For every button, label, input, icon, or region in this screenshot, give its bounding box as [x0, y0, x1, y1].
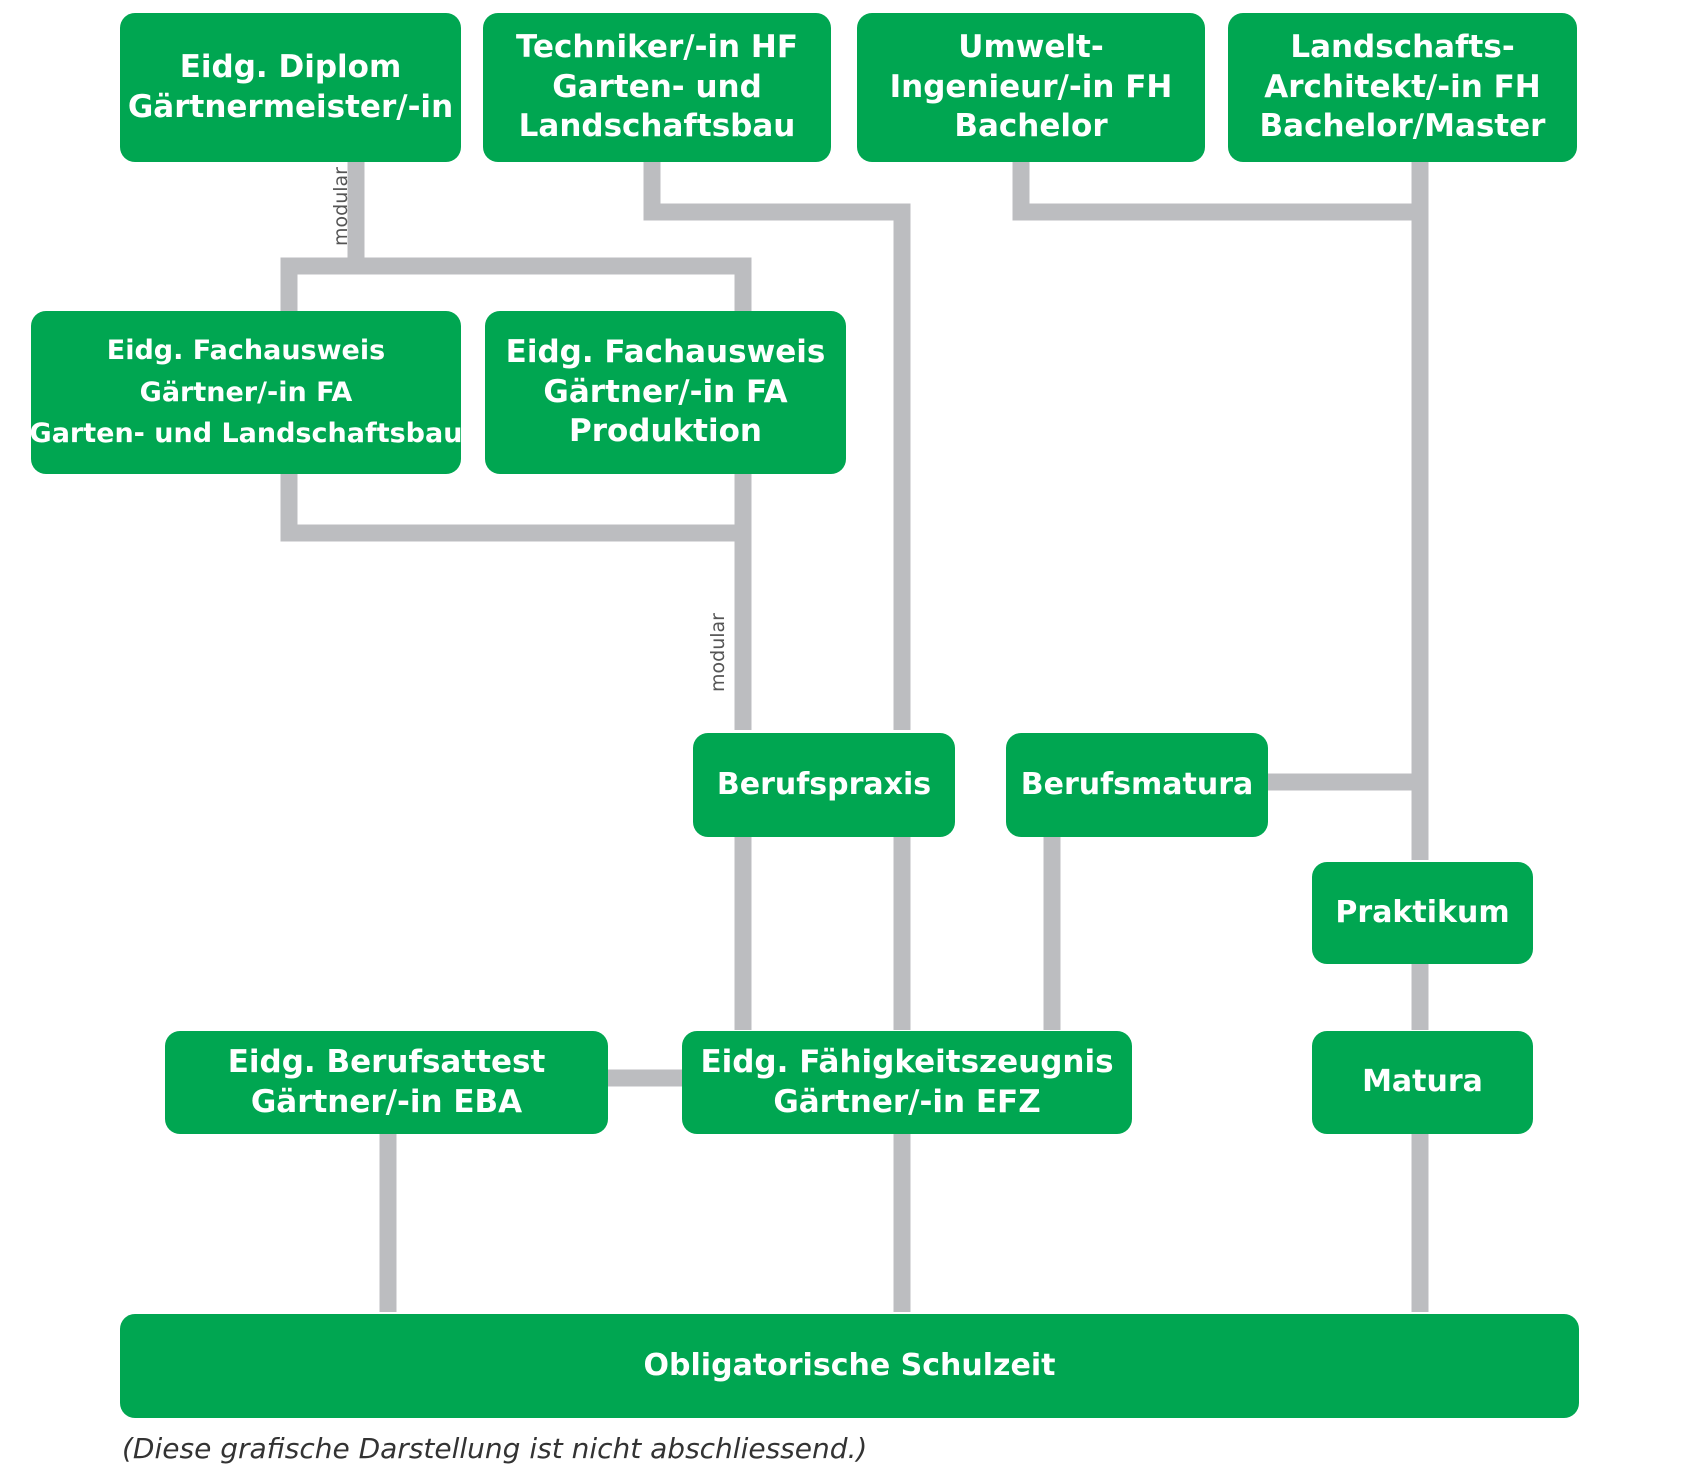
footnote: (Diese grafische Darstellung ist nicht a…	[122, 1432, 868, 1465]
box-line: Techniker/-in HF	[515, 29, 799, 66]
box-line: Gärtnermeister/-in	[127, 88, 454, 125]
box-line: Garten- und	[552, 68, 762, 105]
box-berufspraxis: Berufspraxis	[693, 733, 955, 837]
box-gaertnermeister: Eidg. Diplom Gärtnermeister/-in	[120, 13, 461, 162]
box-berufsmatura: Berufsmatura	[1006, 733, 1268, 837]
box-praktikum: Praktikum	[1312, 862, 1533, 964]
box-line: Umwelt-	[958, 29, 1104, 66]
box-line: Eidg. Fachausweis	[505, 334, 826, 371]
box-line: Bachelor/Master	[1259, 108, 1546, 145]
box-line: Eidg. Berufsattest	[227, 1044, 546, 1081]
box-line: Architekt/-in FH	[1264, 68, 1541, 105]
box-line: Garten- und Landschaftsbau	[29, 418, 463, 450]
box-line: Eidg. Fachausweis	[106, 334, 386, 366]
box-line: Eidg. Diplom	[179, 49, 402, 86]
box-line: Gärtner/-in FA	[139, 376, 353, 408]
box-line: Praktikum	[1335, 894, 1510, 930]
box-line: Eidg. Fähigkeitszeugnis	[700, 1044, 1114, 1081]
box-line: Matura	[1362, 1064, 1483, 1100]
box-line: Gärtner/-in FA	[543, 373, 788, 410]
box-line: Gärtner/-in EBA	[250, 1083, 523, 1120]
box-line: Landschafts-	[1290, 29, 1515, 66]
connector-umwelt	[1012, 162, 1420, 221]
box-matura: Matura	[1312, 1031, 1533, 1134]
box-line: Landschaftsbau	[518, 108, 796, 145]
box-line: Produktion	[569, 413, 762, 450]
box-line: Ingenieur/-in FH	[889, 68, 1173, 105]
box-fachausweis-gartenbau: Eidg. Fachausweis Gärtner/-in FA Garten-…	[29, 311, 463, 474]
box-berufsattest-eba: Eidg. Berufsattest Gärtner/-in EBA	[165, 1031, 608, 1134]
box-line: Berufspraxis	[716, 766, 932, 802]
connector-fa-bracket-bottom	[280, 472, 743, 542]
box-umweltingenieur: Umwelt- Ingenieur/-in FH Bachelor	[857, 13, 1205, 162]
box-line: Bachelor	[954, 108, 1108, 145]
box-faehigkeitszeugnis-efz: Eidg. Fähigkeitszeugnis Gärtner/-in EFZ	[682, 1031, 1132, 1134]
modular-label-top: modular	[330, 167, 352, 246]
connector-fa-bracket-top	[280, 257, 752, 325]
box-line: Obligatorische Schulzeit	[643, 1347, 1056, 1383]
box-obligatorische-schulzeit: Obligatorische Schulzeit	[120, 1314, 1579, 1418]
box-line: Berufsmatura	[1020, 766, 1254, 802]
box-techniker-hf: Techniker/-in HF Garten- und Landschafts…	[483, 13, 831, 162]
box-landschaftsarchitekt: Landschafts- Architekt/-in FH Bachelor/M…	[1228, 13, 1577, 162]
modular-label-middle: modular	[707, 613, 729, 692]
box-fachausweis-produktion: Eidg. Fachausweis Gärtner/-in FA Produkt…	[485, 311, 846, 474]
box-line: Gärtner/-in EFZ	[773, 1083, 1041, 1120]
connector-techniker	[643, 162, 911, 730]
